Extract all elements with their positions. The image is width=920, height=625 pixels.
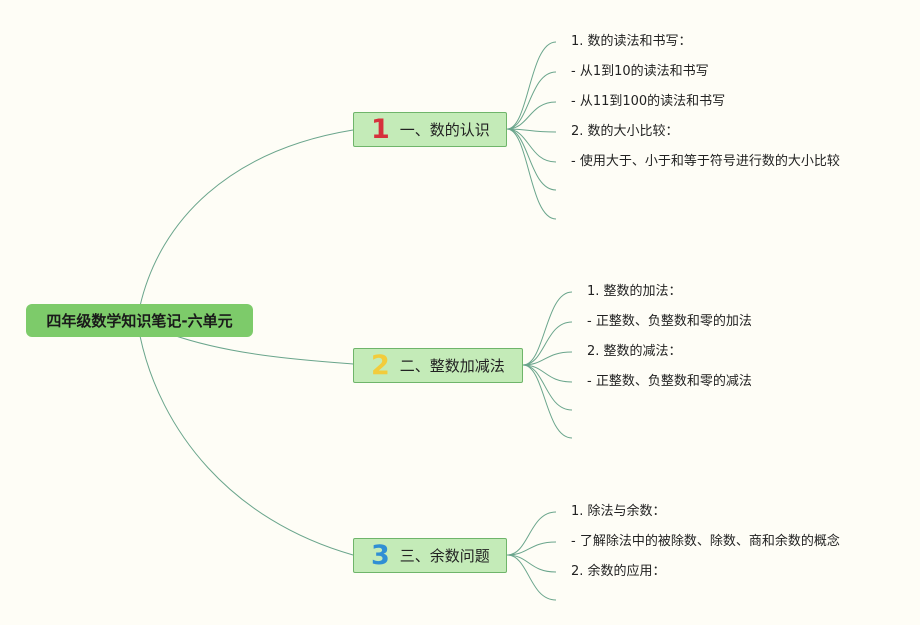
connector-branch-1-leaf-3 (506, 101, 557, 130)
connector-branch-2-leaf-1 (522, 291, 573, 366)
connector-root-branch-3 (139, 335, 354, 556)
branch-node-1[interactable]: 1 一、数的认识 (353, 112, 507, 147)
branch-number-2: 2 (371, 350, 390, 381)
connector-branch-2-leaf-6 (522, 364, 573, 439)
leaf-3-1[interactable]: 1. 除法与余数： (571, 504, 666, 519)
branch-node-2[interactable]: 2 二、整数加减法 (353, 348, 523, 383)
leaf-2-2[interactable]: - 正整数、负整数和零的加法 (587, 314, 752, 329)
branch-label-3: 三、余数问题 (399, 547, 490, 565)
leaf-1-2[interactable]: - 从1到10的读法和书写 (571, 64, 709, 79)
connector-branch-2-leaf-4 (522, 364, 573, 383)
connector-branch-3-leaf-2 (506, 541, 557, 556)
connector-branch-1-leaf-4 (506, 128, 557, 133)
branch-label-2: 二、整数加减法 (399, 357, 505, 375)
connector-branch-2-leaf-2 (522, 321, 573, 366)
root-node[interactable]: 四年级数学知识笔记-六单元 (26, 304, 253, 337)
leaf-2-1[interactable]: 1. 整数的加法： (587, 284, 682, 299)
leaf-1-5[interactable]: - 使用大于、小于和等于符号进行数的大小比较 (571, 154, 840, 169)
connector-branch-1-leaf-5 (506, 128, 557, 163)
leaf-2-4[interactable]: - 正整数、负整数和零的减法 (587, 374, 752, 389)
leaf-3-3[interactable]: 2. 余数的应用： (571, 564, 666, 579)
connector-branch-1-leaf-1 (506, 41, 557, 130)
connector-root-branch-2 (169, 333, 354, 365)
connector-branch-1-leaf-2 (506, 71, 557, 130)
connector-branch-1-leaf-6 (506, 128, 557, 191)
branch-node-3[interactable]: 3 三、余数问题 (353, 538, 507, 573)
connector-branch-2-leaf-5 (522, 364, 573, 411)
leaf-1-1[interactable]: 1. 数的读法和书写： (571, 34, 692, 49)
leaf-1-4[interactable]: 2. 数的大小比较： (571, 124, 679, 139)
connector-branch-3-leaf-4 (506, 554, 557, 601)
connector-branch-1-leaf-7 (506, 128, 557, 220)
branch-label-1: 一、数的认识 (399, 121, 490, 139)
leaf-2-3[interactable]: 2. 整数的减法： (587, 344, 682, 359)
branch-number-3: 3 (371, 540, 390, 571)
branch-number-1: 1 (371, 114, 390, 145)
connector-branch-3-leaf-1 (506, 511, 557, 556)
connector-branch-2-leaf-3 (522, 351, 573, 366)
connector-branch-3-leaf-3 (506, 554, 557, 573)
connector-root-branch-1 (139, 129, 354, 307)
root-label: 四年级数学知识笔记-六单元 (46, 312, 233, 330)
leaf-1-3[interactable]: - 从11到100的读法和书写 (571, 94, 726, 109)
leaf-3-2[interactable]: - 了解除法中的被除数、除数、商和余数的概念 (571, 534, 840, 549)
